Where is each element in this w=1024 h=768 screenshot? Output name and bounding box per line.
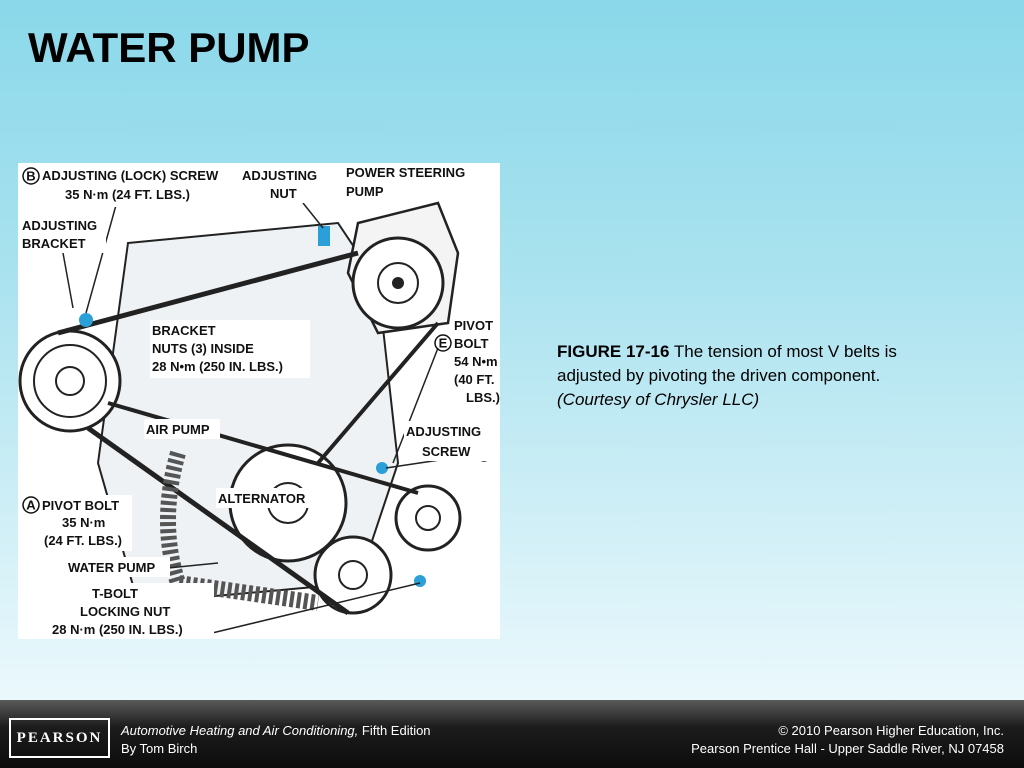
label-adjusting-bracket: ADJUSTING xyxy=(22,218,97,233)
adjusting-screw-bolt-icon xyxy=(79,313,93,327)
label-adjusting-nut-2: NUT xyxy=(270,186,297,201)
label-pivot-bolt-e-4: (40 FT. xyxy=(454,372,494,387)
footer-book-info: Automotive Heating and Air Conditioning,… xyxy=(121,722,431,758)
figure-caption: FIGURE 17-16 The tension of most V belts… xyxy=(557,340,947,412)
label-t-bolt: T-BOLT xyxy=(92,586,138,601)
label-adjusting-screw-f-2: SCREW xyxy=(422,444,471,459)
svg-text:A: A xyxy=(26,498,36,513)
label-power-steering-pump: PUMP xyxy=(346,184,384,199)
adjusting-nut-icon xyxy=(318,226,330,246)
engine-belt-diagram: B E F A D ADJUSTING (LOCK) SCREW 35 N·m … xyxy=(18,163,500,639)
figure-credit: (Courtesy of Chrysler LLC) xyxy=(557,390,760,409)
adjusting-screw-f-bolt-icon xyxy=(376,462,388,474)
crank-pulley-shape xyxy=(18,329,122,433)
label-pivot-bolt-a-2: 35 N·m xyxy=(62,515,105,530)
label-adjusting-lock-screw-torque: 35 N·m (24 FT. LBS.) xyxy=(65,187,190,202)
label-pivot-bolt-e-2: BOLT xyxy=(454,336,488,351)
svg-text:E: E xyxy=(439,336,448,351)
footer: PEARSON Automotive Heating and Air Condi… xyxy=(0,700,1024,768)
label-adjusting-lock-screw: ADJUSTING (LOCK) SCREW xyxy=(42,168,219,183)
label-adjusting-screw-f: ADJUSTING xyxy=(406,424,481,439)
callout-a: A xyxy=(22,496,40,514)
label-pivot-bolt-a-3: (24 FT. LBS.) xyxy=(44,533,122,548)
label-pivot-bolt-e: PIVOT xyxy=(454,318,493,333)
footer-edition: Fifth Edition xyxy=(358,723,431,738)
label-pivot-bolt-a: PIVOT BOLT xyxy=(42,498,119,513)
air-pump-pulley-shape xyxy=(394,484,462,552)
callout-e: E xyxy=(434,334,452,352)
t-bolt-icon xyxy=(414,575,426,587)
svg-text:B: B xyxy=(26,169,35,184)
label-power-steering: POWER STEERING xyxy=(346,165,465,180)
label-t-bolt-locking-nut: LOCKING NUT xyxy=(80,604,170,619)
footer-copyright: © 2010 Pearson Higher Education, Inc. xyxy=(778,723,1004,738)
label-bracket-nuts-torque: 28 N•m (250 IN. LBS.) xyxy=(152,359,283,374)
footer-book-title: Automotive Heating and Air Conditioning, xyxy=(121,723,359,738)
water-pump-pulley-shape xyxy=(313,535,393,615)
label-bracket-nuts: BRACKET xyxy=(152,323,216,338)
label-pivot-bolt-e-3: 54 N•m xyxy=(454,354,498,369)
label-bracket-nuts-2: NUTS (3) INSIDE xyxy=(152,341,254,356)
label-adjusting-nut: ADJUSTING xyxy=(242,168,317,183)
label-water-pump: WATER PUMP xyxy=(68,560,155,575)
label-air-pump: AIR PUMP xyxy=(146,422,210,437)
figure-caption-text: The tension of most V belts is adjusted … xyxy=(557,342,897,385)
label-pivot-bolt-e-5: LBS.) xyxy=(466,390,500,405)
footer-publisher-info: © 2010 Pearson Higher Education, Inc. Pe… xyxy=(691,722,1004,758)
footer-publisher: Pearson Prentice Hall - Upper Saddle Riv… xyxy=(691,741,1004,756)
figure-number: FIGURE 17-16 xyxy=(557,342,670,361)
callout-b: B xyxy=(22,167,40,185)
slide-title: WATER PUMP xyxy=(28,24,310,71)
power-steering-pump-shape xyxy=(346,201,460,335)
label-alternator: ALTERNATOR xyxy=(218,491,306,506)
label-adjusting-bracket-2: BRACKET xyxy=(22,236,86,251)
footer-author: By Tom Birch xyxy=(121,741,198,756)
label-t-bolt-torque: 28 N·m (250 IN. LBS.) xyxy=(52,622,183,637)
pearson-logo: PEARSON xyxy=(9,718,110,758)
